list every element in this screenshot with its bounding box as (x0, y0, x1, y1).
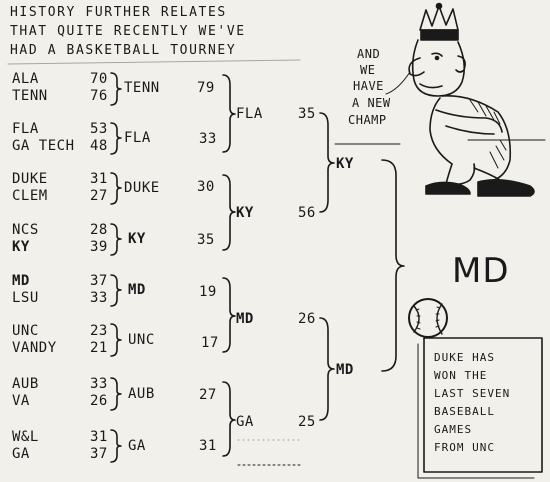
note-line-6: FROM UNC (434, 441, 495, 454)
score-b: 27 (90, 188, 108, 204)
round1-winner: AUB (128, 386, 155, 402)
round1-winner-score: 19 (199, 284, 217, 300)
team-a: FLA (12, 121, 39, 137)
round1-winner: GA (128, 438, 146, 454)
semi-score: 35 (298, 106, 316, 122)
header-line-3: HAD A BASKETBALL TOURNEY (10, 43, 237, 58)
note-line-1: DUKE HAS (434, 351, 495, 364)
note-line-2: WON THE (434, 369, 488, 382)
score-a: 70 (90, 71, 108, 87)
speech-line-4: A NEW (352, 96, 391, 110)
speech-line-2: WE (360, 63, 376, 77)
team-a: MD (12, 273, 30, 289)
score-a: 53 (90, 121, 108, 137)
team-a: UNC (12, 323, 39, 339)
round1-braces (110, 72, 122, 463)
round1-winner: DUKE (124, 180, 160, 196)
speech-line-5: CHAMP (348, 113, 387, 127)
speech-line-1: AND (357, 47, 381, 61)
round1-winner: KY (128, 231, 146, 247)
round1-winner-score: 30 (197, 179, 215, 195)
score-b: 39 (90, 239, 108, 255)
note-box (423, 337, 543, 473)
score-b: 48 (90, 138, 108, 154)
team-b: TENN (12, 88, 48, 104)
team-a: NCS (12, 222, 39, 238)
header-line-2: THAT QUITE RECENTLY WE'VE (10, 24, 246, 39)
round1-winner: MD (128, 282, 146, 298)
round1-winner-score: 33 (199, 131, 217, 147)
round1-winner-score: 79 (197, 80, 215, 96)
team-a: AUB (12, 376, 39, 392)
team-a: W&L (12, 429, 39, 445)
semi-winner: MD (236, 311, 254, 327)
round1-winner-score: 17 (201, 335, 219, 351)
quarter-braces (222, 74, 236, 457)
semi-winner: FLA (236, 106, 263, 122)
team-b: KY (12, 239, 30, 255)
round1-winner-score: 27 (199, 387, 217, 403)
champion: MD (452, 251, 510, 291)
score-a: 31 (90, 429, 108, 445)
score-a: 28 (90, 222, 108, 238)
score-b: 26 (90, 393, 108, 409)
score-b: 37 (90, 446, 108, 462)
team-a: ALA (12, 71, 39, 87)
team-b: LSU (12, 290, 39, 306)
cartoon-figure (408, 2, 535, 197)
semi-score: 25 (298, 414, 316, 430)
score-a: 33 (90, 376, 108, 392)
note-line-3: LAST SEVEN (434, 387, 511, 400)
score-b: 21 (90, 340, 108, 356)
note-line-5: GAMES (434, 423, 473, 436)
semi-score: 56 (298, 205, 316, 221)
round1-winner: UNC (128, 332, 155, 348)
team-b: GA TECH (12, 138, 75, 154)
baseball (408, 298, 448, 338)
team-b: VANDY (12, 340, 57, 356)
score-a: 23 (90, 323, 108, 339)
team-b: GA (12, 446, 30, 462)
team-a: DUKE (12, 171, 48, 187)
score-b: 33 (90, 290, 108, 306)
round1-winner-score: 35 (197, 232, 215, 248)
semi-winner: GA (236, 414, 254, 430)
score-a: 37 (90, 273, 108, 289)
semi-braces (319, 112, 335, 421)
final-winner: MD (336, 362, 354, 378)
score-b: 76 (90, 88, 108, 104)
header-line-1: HISTORY FURTHER RELATES (10, 5, 227, 20)
round1-winner: FLA (124, 130, 151, 146)
team-b: VA (12, 393, 30, 409)
note-line-4: BASEBALL (434, 405, 495, 418)
speech-line-3: HAVE (353, 79, 384, 93)
round1-winner: TENN (124, 80, 160, 96)
semi-score: 26 (298, 311, 316, 327)
round1-winner-score: 31 (199, 438, 217, 454)
score-a: 31 (90, 171, 108, 187)
final-brace (381, 159, 405, 372)
final-winner: KY (336, 156, 354, 172)
team-b: CLEM (12, 188, 48, 204)
semi-winner: KY (236, 205, 254, 221)
